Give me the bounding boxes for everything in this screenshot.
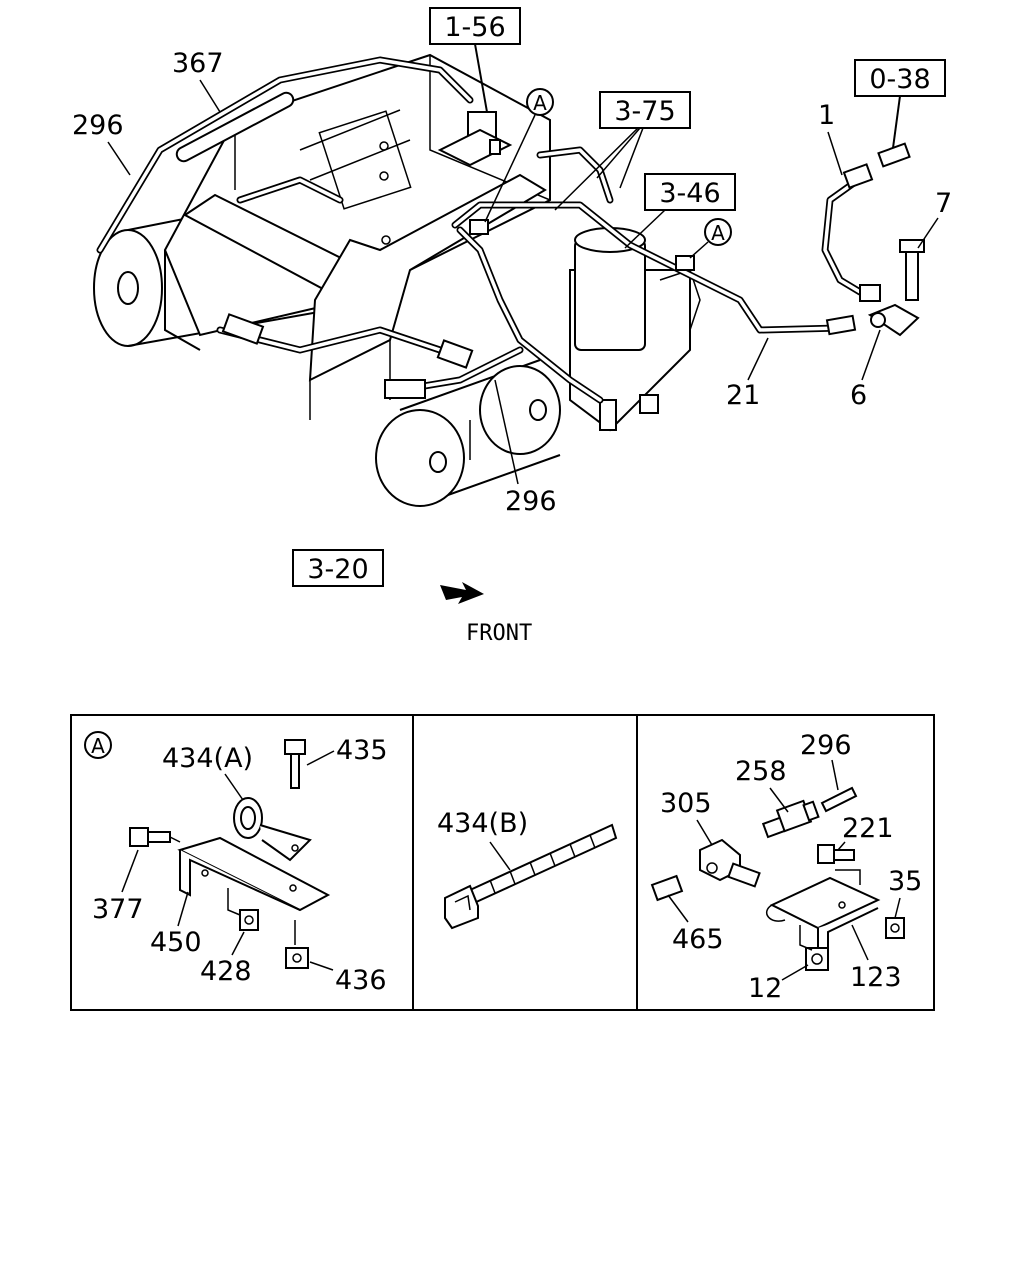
ref-box-3-46: 3-46 xyxy=(624,173,736,249)
callout-435: 435 xyxy=(336,735,388,766)
callout-21: 21 xyxy=(726,380,760,411)
pipe-routing xyxy=(96,56,844,404)
engine-assembly-drawing xyxy=(93,53,925,507)
callout-428: 428 xyxy=(200,956,252,987)
front-arrow-icon xyxy=(440,582,484,604)
ref-box-3-20: 3-20 xyxy=(292,549,384,587)
detail-marker-a-top: A xyxy=(484,88,554,223)
callout-367: 367 xyxy=(172,48,224,79)
connector xyxy=(436,339,474,369)
ref-1-56-text: 1-56 xyxy=(444,12,505,43)
svg-text:A: A xyxy=(533,91,547,115)
ref-0-38-text: 0-38 xyxy=(869,64,930,95)
callout-434b: 434(B) xyxy=(437,808,528,839)
callout-1: 1 xyxy=(818,100,835,131)
detail-panel-cable-tie: 434(B) xyxy=(437,808,618,930)
callout-221: 221 xyxy=(842,813,894,844)
detail-panel-fittings: 296 258 305 221 35 465 123 12 xyxy=(650,730,922,1004)
callout-35: 35 xyxy=(888,866,922,897)
hose-assembly xyxy=(821,142,925,337)
callout-450: 450 xyxy=(150,927,202,958)
callout-12: 12 xyxy=(748,973,782,1004)
front-label: FRONT xyxy=(466,621,532,646)
callout-296-mid: 296 xyxy=(505,486,557,517)
callout-123: 123 xyxy=(850,962,902,993)
callout-434a: 434(A) xyxy=(162,743,253,774)
connector xyxy=(221,313,265,345)
detail-marker-a-right: A xyxy=(689,218,732,259)
callout-296-top: 296 xyxy=(72,110,124,141)
callout-436: 436 xyxy=(335,965,387,996)
callout-305: 305 xyxy=(660,788,712,819)
callout-465: 465 xyxy=(672,924,724,955)
callout-296: 296 xyxy=(800,730,852,761)
engine-block xyxy=(163,53,551,420)
front-direction-indicator: FRONT xyxy=(440,582,532,646)
clip-a-top xyxy=(469,219,489,235)
panel-a-marker: A xyxy=(91,734,105,758)
callout-258: 258 xyxy=(735,756,787,787)
ref-box-3-75: 3-75 xyxy=(554,91,691,211)
ref-box-0-38: 0-38 xyxy=(854,59,946,149)
solenoid-valve xyxy=(437,111,513,167)
detail-panel-a: A 434(A) 435 377 450 428 xyxy=(84,731,388,996)
callout-6: 6 xyxy=(850,380,867,411)
svg-text:A: A xyxy=(711,221,725,245)
air-dryer-assembly xyxy=(569,227,701,432)
callout-7: 7 xyxy=(935,188,952,219)
ref-box-1-56: 1-56 xyxy=(429,7,521,113)
callout-377: 377 xyxy=(92,894,144,925)
hose-sleeve xyxy=(175,91,295,163)
connector xyxy=(384,379,426,399)
ref-3-20-text: 3-20 xyxy=(307,554,368,585)
ref-3-75-text: 3-75 xyxy=(614,96,675,127)
connector xyxy=(639,394,659,414)
clip-a-right xyxy=(675,255,695,271)
air-tank-front xyxy=(375,359,561,507)
ref-3-46-text: 3-46 xyxy=(659,178,720,209)
